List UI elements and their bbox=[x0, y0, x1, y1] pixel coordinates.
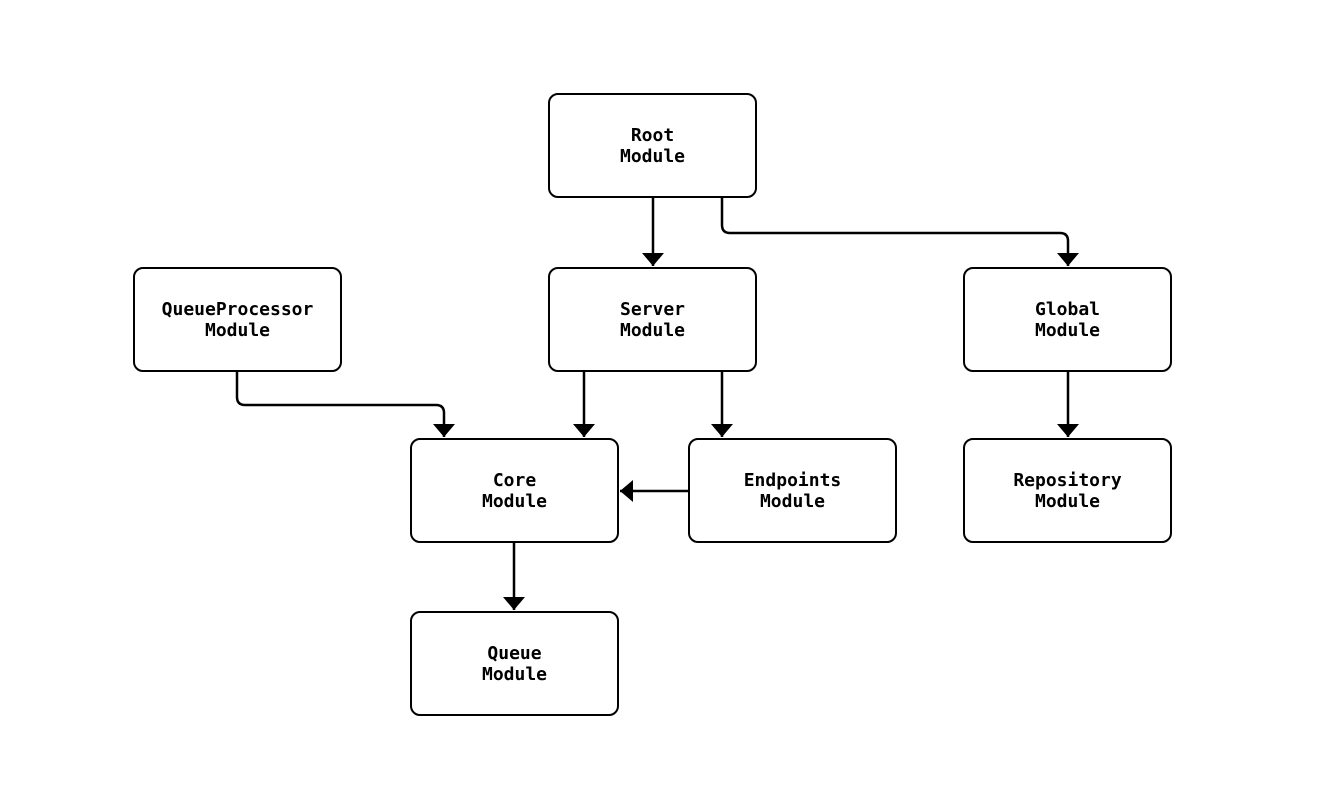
node-queueprocessor-module: QueueProcessor Module bbox=[133, 267, 342, 372]
node-endpoints-module: Endpoints Module bbox=[688, 438, 897, 543]
node-core-module: Core Module bbox=[410, 438, 619, 543]
node-repository-module: Repository Module bbox=[963, 438, 1172, 543]
node-server-module: Server Module bbox=[548, 267, 757, 372]
edge-root-to-global bbox=[720, 198, 1079, 266]
edge-queueprocessor-to-core bbox=[235, 372, 455, 437]
node-queue-module: Queue Module bbox=[410, 611, 619, 716]
edges bbox=[235, 198, 1079, 610]
node-root-module: Root Module bbox=[548, 93, 757, 198]
node-global-module: Global Module bbox=[963, 267, 1172, 372]
